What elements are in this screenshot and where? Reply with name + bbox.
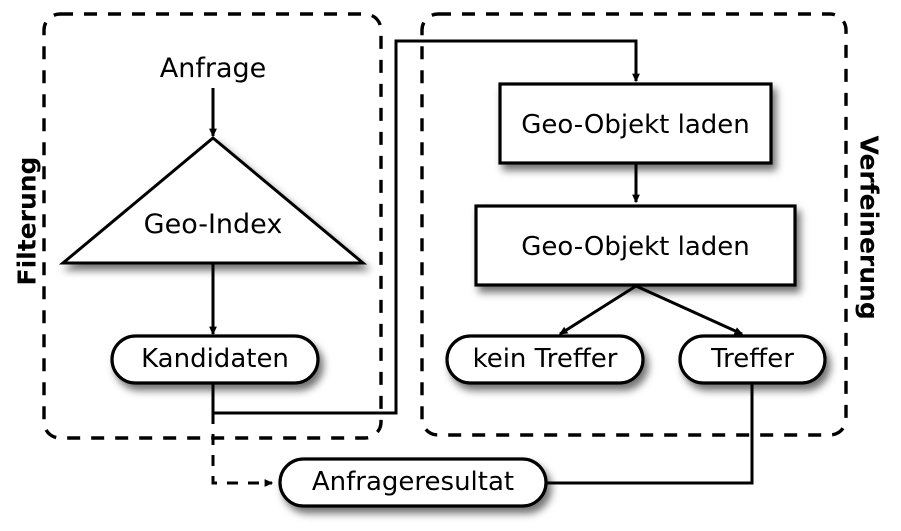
node-shape-kein-treffer[interactable] — [445, 334, 645, 385]
edge-geo-objekt-laden-2-to-kein-treffer — [558, 284, 637, 336]
node-shape-geo-index[interactable] — [58, 136, 368, 265]
node-shape-treffer[interactable] — [678, 334, 827, 385]
group-label-verfeinerung: Verfeinerung — [854, 135, 884, 320]
group-label-filterung: Filterung — [12, 156, 42, 286]
edge-treffer-to-anfrageresultat — [546, 382, 754, 485]
node-shape-anfrageresultat[interactable] — [278, 457, 548, 508]
node-shape-geo-objekt-laden-1[interactable] — [498, 82, 773, 165]
edge-kandidaten-to-geo-objekt-laden-1 — [211, 39, 640, 415]
node-shape-geo-objekt-laden-2[interactable] — [474, 204, 797, 287]
group-frame-verfeinerung — [420, 12, 848, 437]
edge-kandidaten-to-anfrageresultat — [211, 413, 274, 487]
edge-geo-objekt-laden-2-to-treffer — [635, 284, 744, 336]
node-shape-kandidaten[interactable] — [110, 334, 320, 385]
